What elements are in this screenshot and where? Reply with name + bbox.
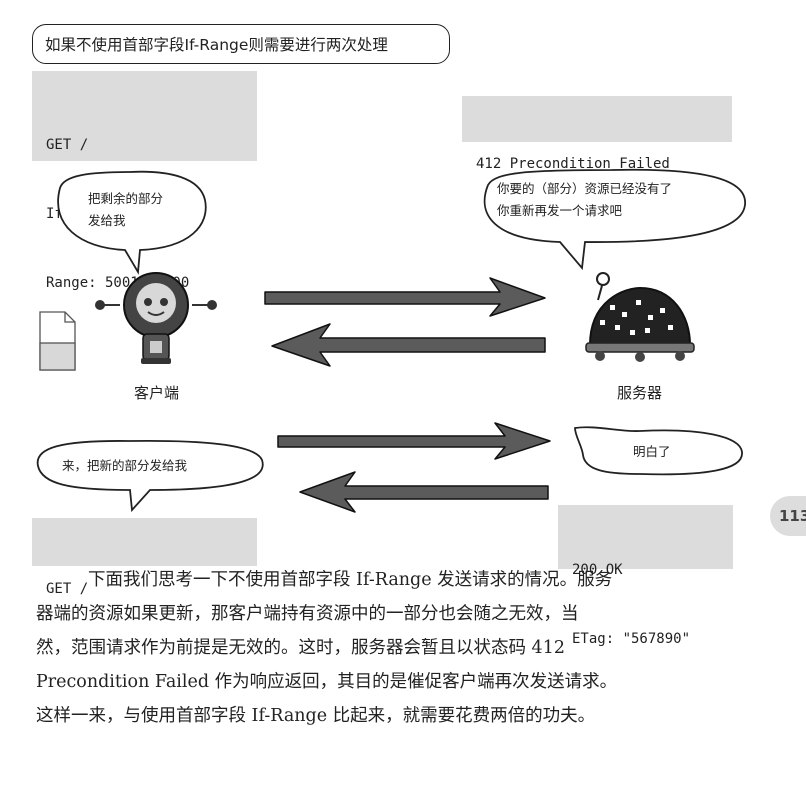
document-icon [39,311,76,371]
client-bubble-2-line: 来，把新的部分发给我 [62,458,188,473]
server-label: 服务器 [617,384,663,402]
client-bubble-2-text: 来，把新的部分发给我 [62,455,187,477]
server-bubble-1-text: 你要的（部分）资源已经没有了 你重新再发一个请求吧 [497,178,672,222]
request-2-box: GET / [32,518,257,597]
client-speech-bubble-2 [36,439,264,513]
client-label: 客户端 [134,384,180,402]
response-1-text: 412 Precondition Failed [476,156,670,172]
paragraph-line-4: Precondition Failed 作为响应返回，其目的是催促客户端再次发送… [36,672,618,692]
server-bubble-1-line-1: 你要的（部分）资源已经没有了 [497,181,673,196]
paragraph-line-5: 这样一来，与使用首部字段 If-Range 比起来，就需要花费两倍的功夫。 [36,706,596,726]
paragraph-line-3: 然，范围请求作为前提是无效的。这时，服务器会暂且以状态码 412 [36,638,565,658]
body-paragraph: 下面我们思考一下不使用首部字段 If-Range 发送请求的情况。服务 器端的资… [36,563,766,733]
paragraph-line-1: 下面我们思考一下不使用首部字段 If-Range 发送请求的情况。服务 [36,563,766,597]
client-bubble-1-line-1: 把剩余的部分 [88,191,164,206]
server-bubble-2-line: 明白了 [633,444,671,459]
arrow-response-2 [299,471,549,513]
client-speech-bubble-1 [57,170,207,275]
paragraph-line-1-text: 下面我们思考一下不使用首部字段 If-Range 发送请求的情况。服务 [88,570,613,590]
client-bubble-1-line-2: 发给我 [88,213,126,228]
arrow-request-2 [277,422,551,460]
server-speech-bubble-1 [483,168,746,271]
page-number: 113 [779,507,806,525]
server-bubble-2-text: 明白了 [633,441,671,463]
client-bubble-1-text: 把剩余的部分 发给我 [88,188,163,232]
server-bubble-1-line-2: 你重新再发一个请求吧 [497,203,623,218]
diagram-drawing [36,168,746,513]
arrow-response-1 [271,323,546,367]
request-2-text: GET / [46,581,89,597]
request-1-line-1: GET / [46,137,89,153]
paragraph-line-2: 器端的资源如果更新，那客户端持有资源中的一部分也会随之无效，当 [36,604,579,624]
diagram-title: 如果不使用首部字段If-Range则需要进行两次处理 [32,24,450,64]
response-2-line-2: ETag: "567890" [572,631,691,647]
server-speech-bubble-2 [574,426,743,476]
response-1-box: 412 Precondition Failed [462,96,732,172]
arrow-request-1 [264,277,546,317]
response-2-box: 200 OK ETag: "567890" [558,505,733,647]
diagram-title-text: 如果不使用首部字段If-Range则需要进行两次处理 [45,36,388,54]
client-robot-icon [95,272,217,364]
server-robot-icon [585,272,695,362]
page-number-tab: 113 [770,496,806,536]
response-2-line-1: 200 OK [572,562,623,578]
